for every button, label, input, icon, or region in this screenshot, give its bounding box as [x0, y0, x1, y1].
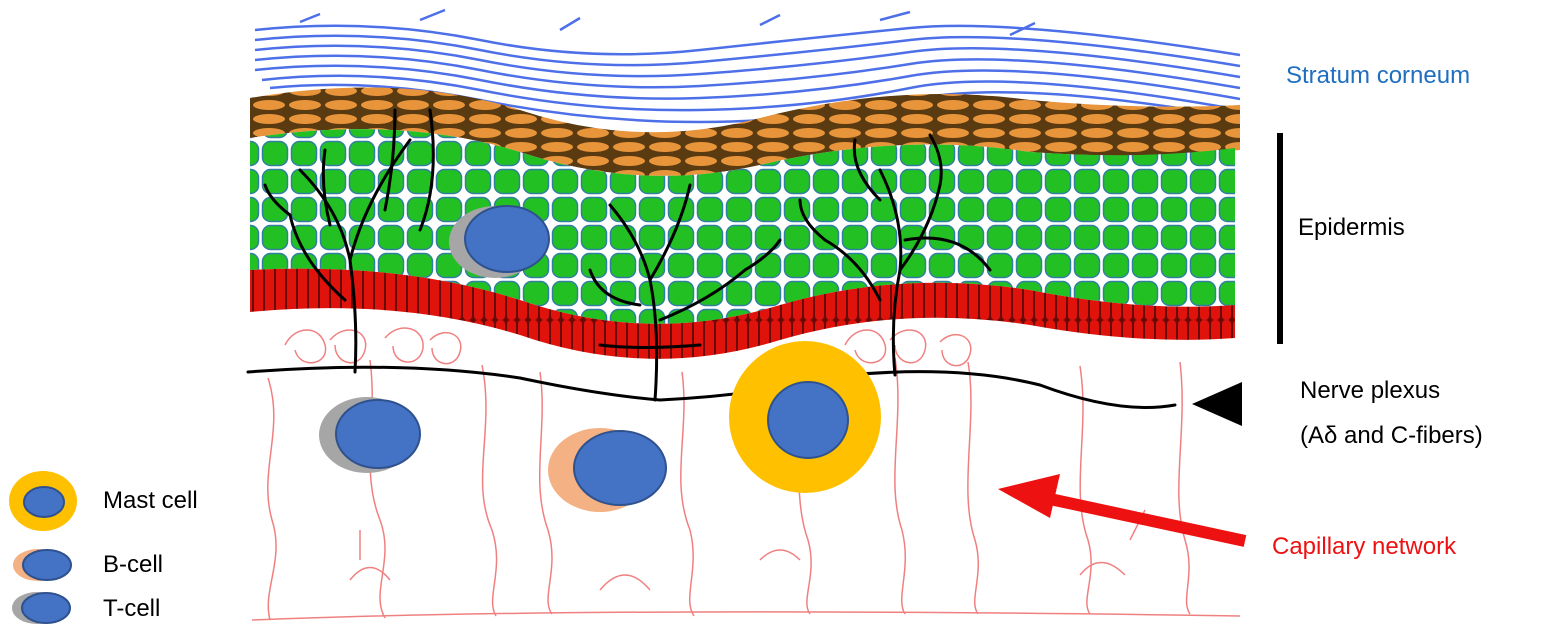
epidermis-label: Epidermis — [1298, 212, 1405, 244]
stratum-corneum-label: Stratum corneum — [1286, 60, 1470, 92]
legend-t-cell-label: T-cell — [103, 593, 160, 625]
legend-t-cell-icon — [12, 592, 70, 624]
t-cell-dermis — [319, 397, 420, 473]
mast-cell-dermis — [729, 341, 881, 493]
nerve-plexus-fibers-label: (Aδ and C-fibers) — [1300, 420, 1483, 452]
nerve-plexus-arrow — [1192, 382, 1242, 426]
nerve-plexus-label: Nerve plexus — [1300, 375, 1440, 407]
b-cell-dermis — [548, 428, 666, 512]
legend-mast-cell-label: Mast cell — [103, 485, 198, 517]
capillary-network-label: Capillary network — [1272, 531, 1456, 563]
capillary-network-arrow — [998, 474, 1245, 541]
legend-mast-cell-icon — [9, 471, 77, 531]
legend-b-cell-icon — [13, 549, 71, 581]
legend-b-cell-label: B-cell — [103, 549, 163, 581]
